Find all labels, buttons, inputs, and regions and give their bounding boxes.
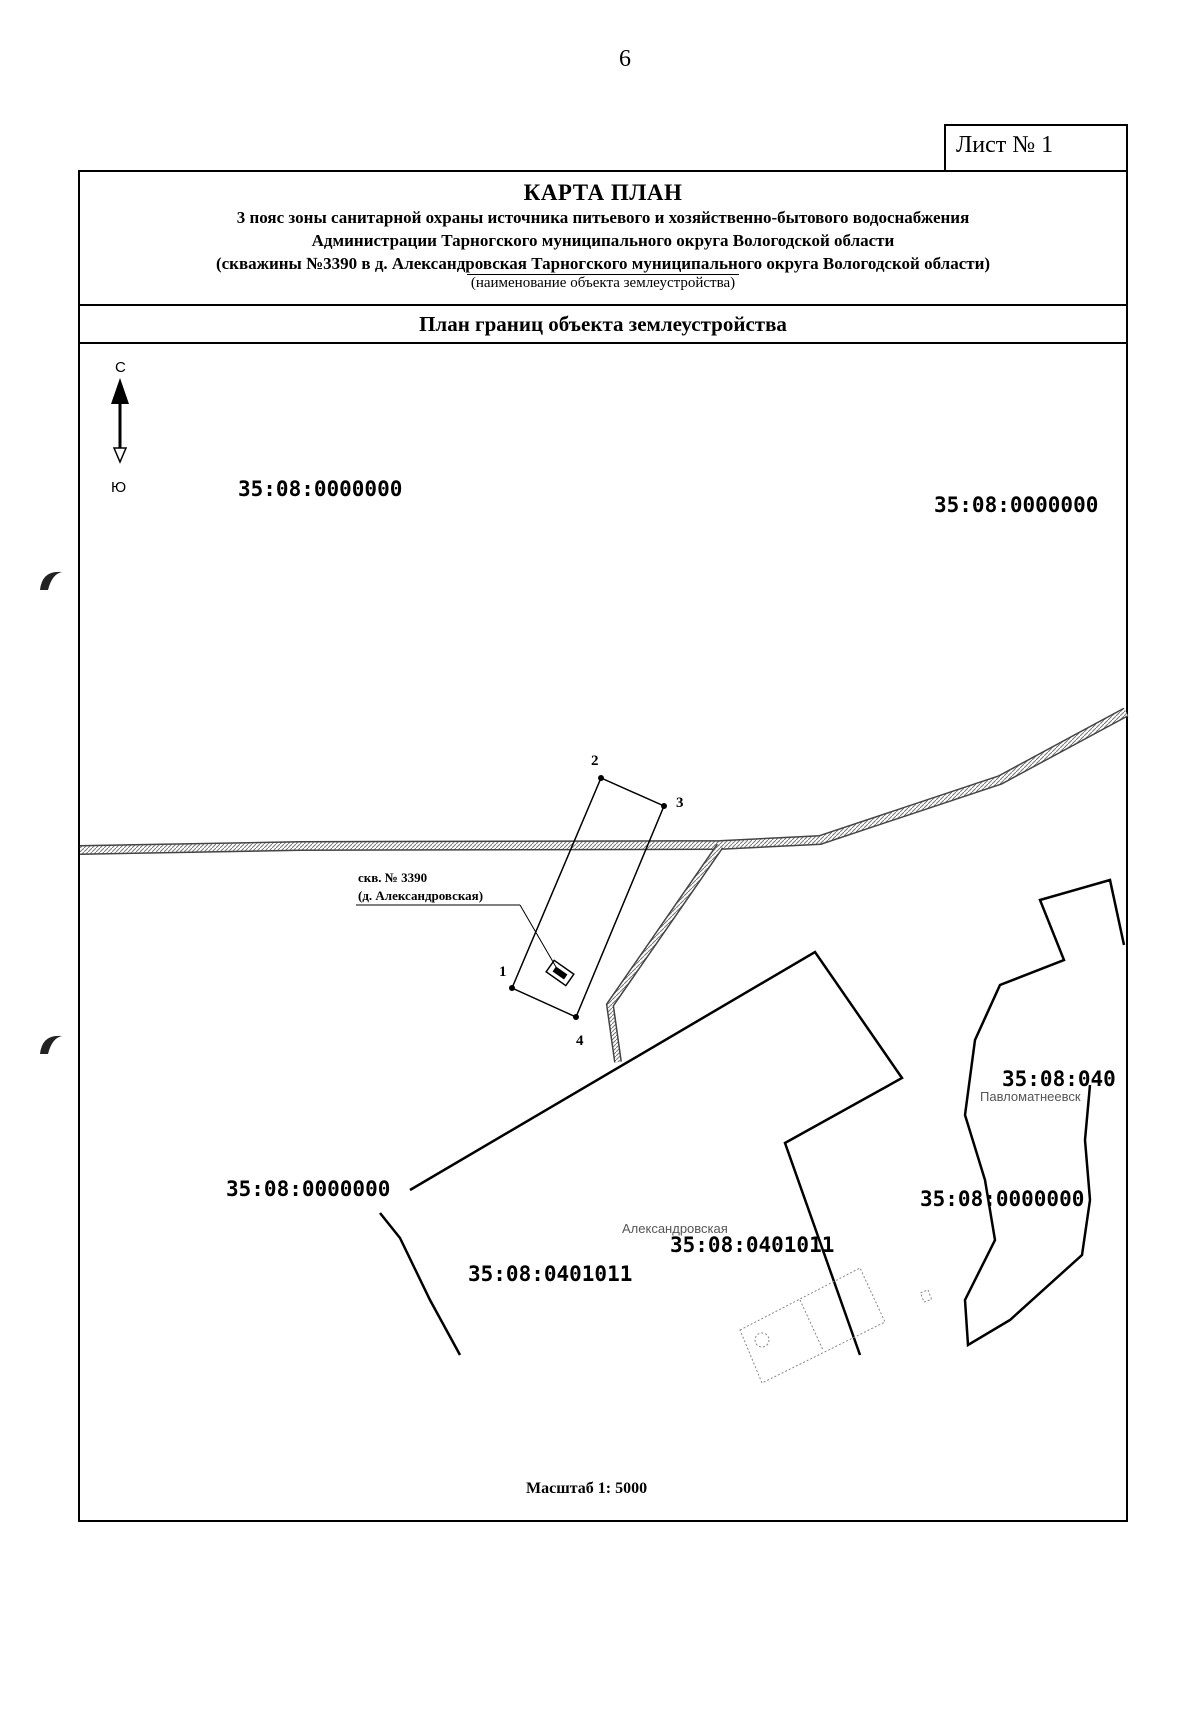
parcel-label-ne-village: 35:08:040 xyxy=(1002,1067,1116,1091)
sheet-number-label: Лист № 1 xyxy=(944,124,1128,172)
title-block: КАРТА ПЛАН 3 пояс зоны санитарной охраны… xyxy=(80,172,1126,306)
parcel-label-nw: 35:08:0000000 xyxy=(238,477,402,501)
page-number: 6 xyxy=(619,46,631,72)
boundary-point-marker xyxy=(661,803,667,809)
parcel-label-ne: 35:08:0000000 xyxy=(934,493,1098,517)
well-label-line-1: скв. № 3390 xyxy=(358,870,427,885)
subtitle-line-3: (скважины №3390 в д. Александровская Тар… xyxy=(215,254,991,273)
north-arrow: С Ю xyxy=(111,359,129,496)
main-road xyxy=(79,707,1129,855)
south-label: Ю xyxy=(111,479,126,496)
document-title: КАРТА ПЛАН xyxy=(523,180,683,205)
subtitle-line-1: 3 пояс зоны санитарной охраны источника … xyxy=(236,208,970,227)
boundary-point-2-label: 2 xyxy=(591,753,599,769)
boundary-point-4-label: 4 xyxy=(576,1033,584,1049)
boundary-point-marker xyxy=(573,1014,579,1020)
north-label: С xyxy=(115,359,126,376)
object-caption: (наименование объекта землеустройства) xyxy=(80,274,1126,292)
boundary-point-3-label: 3 xyxy=(676,795,684,811)
parcel-label-village-2: 35:08:0401011 xyxy=(468,1262,632,1286)
punch-hole-icon xyxy=(40,1035,62,1054)
boundary-point-marker xyxy=(598,775,604,781)
village-alexandrovskaya-label: Александровская xyxy=(622,1221,728,1236)
well-marker: скв. № 3390 (д. Александровская) xyxy=(356,870,575,987)
map-frame: КАРТА ПЛАН 3 пояс зоны санитарной охраны… xyxy=(78,170,1128,1522)
boundary-point-marker xyxy=(509,985,515,991)
protection-zone-boundary: 1 2 3 4 xyxy=(499,753,684,1049)
parcel-label-west: 35:08:0000000 xyxy=(226,1177,390,1201)
object-caption-text: (наименование объекта землеустройства) xyxy=(466,274,740,291)
well-label-line-2: (д. Александровская) xyxy=(358,888,483,903)
subtitle-line-2: Администрации Тарногского муниципального… xyxy=(311,231,895,250)
section-title: План границ объекта землеустройства xyxy=(80,306,1126,344)
village-name-label: Павломатнеевск xyxy=(980,1089,1081,1104)
parcel-label-village-1: 35:08:0401011 xyxy=(670,1233,834,1257)
parcel-boundaries xyxy=(379,878,1126,1356)
punch-hole-icon xyxy=(40,571,62,590)
parcel-label-east: 35:08:0000000 xyxy=(920,1187,1084,1211)
building-outlines xyxy=(739,1267,933,1384)
map-scale: Масштаб 1: 5000 xyxy=(526,1480,647,1497)
boundary-point-1-label: 1 xyxy=(499,964,507,980)
side-road xyxy=(605,843,724,1063)
